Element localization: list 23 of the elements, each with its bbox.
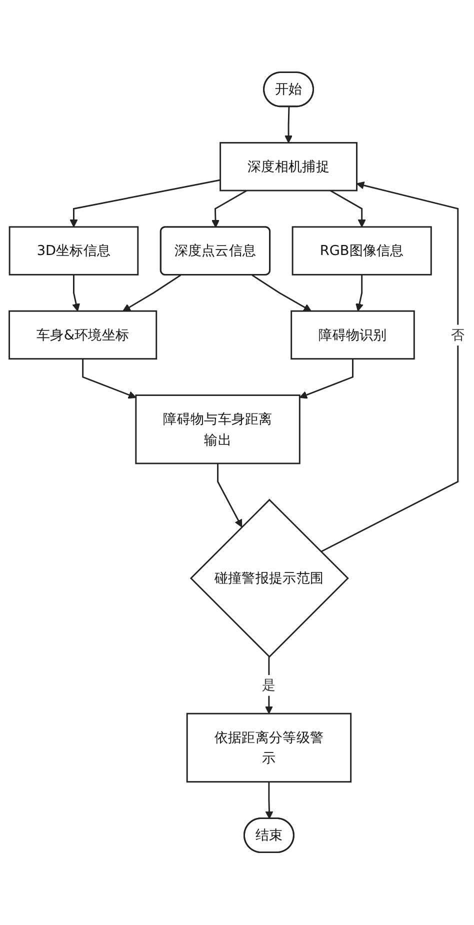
arrow: [252, 274, 312, 312]
arrow: [265, 782, 274, 820]
arrow: [299, 359, 354, 399]
edge-label: 否: [451, 326, 465, 344]
arrow: [212, 190, 248, 228]
node-diamond: 碰撞警报提示范围: [190, 498, 349, 658]
edge-label: 是: [262, 676, 276, 694]
arrow: [284, 107, 293, 144]
arrow: [320, 182, 459, 553]
node-box: 障碍物识别: [290, 310, 415, 360]
arrow: [217, 464, 242, 528]
node-box: 障碍物与车身距离输出: [135, 394, 300, 464]
arrow: [70, 180, 220, 228]
node-box: 3D坐标信息: [8, 226, 139, 276]
node-box: 深度相机捕捉: [220, 142, 358, 192]
arrow: [330, 190, 366, 228]
arrow: [82, 359, 136, 399]
node-box: 依据距离分等级警示: [186, 713, 352, 783]
arrow: [356, 274, 364, 312]
arrow: [72, 274, 80, 312]
node-box: 车身&环境坐标: [8, 310, 158, 360]
arrow: [122, 274, 182, 312]
node-box: RGB图像信息: [292, 226, 432, 276]
